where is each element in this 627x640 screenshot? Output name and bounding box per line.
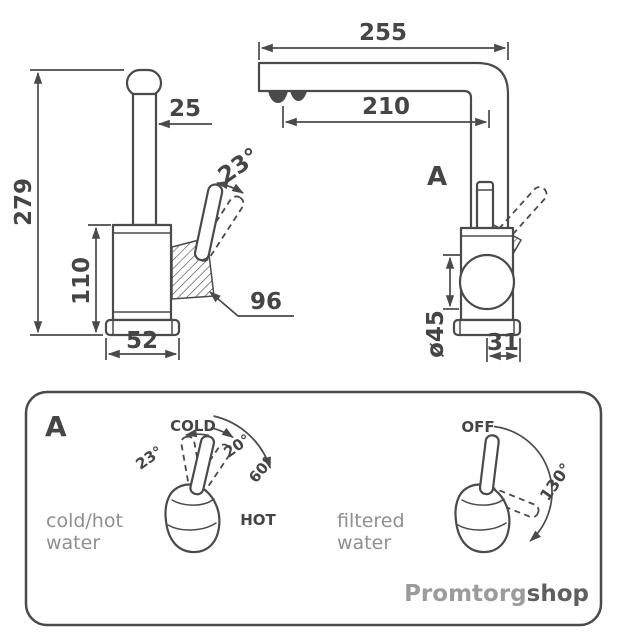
mixer-caption-line1: cold/hot [46, 510, 123, 532]
filter-handle [478, 434, 500, 496]
front-base [104, 318, 181, 337]
dim-body-height-label: 110 [69, 257, 95, 305]
mixer-handle [189, 435, 216, 496]
detail-panel: A COLD 20° 60° 23° HOT cold/hot water [24, 390, 603, 627]
side-base [452, 318, 522, 337]
side-spout-inner [257, 89, 473, 230]
brand-part1: Promtorg [404, 581, 527, 607]
dim-base-width-label: 52 [126, 328, 158, 354]
side-view: 255 210 A ø45 31 [257, 20, 548, 362]
dim-spout-reach-label: 210 [362, 94, 410, 120]
dim-spout-width-label: 25 [169, 96, 201, 122]
front-handle [193, 183, 224, 262]
front-spout-neck [131, 92, 158, 227]
section-a-label: A [427, 162, 447, 192]
brand-logo: Promtorgshop [404, 581, 589, 607]
filter-caption-line2: water [337, 532, 391, 554]
front-body [111, 223, 173, 322]
front-spout-cap [125, 68, 163, 98]
off-label: OFF [461, 418, 494, 436]
front-handle-alt-position [195, 195, 245, 262]
dim-handle-angle-label: 23° [214, 143, 265, 189]
front-handle-arc [215, 180, 245, 194]
side-body-circle [458, 253, 516, 311]
filter-caption-line1: filtered [337, 510, 405, 532]
detail-panel-border [24, 390, 603, 627]
dim-base-offset-label: 31 [487, 330, 519, 356]
side-spout-outer [257, 61, 510, 230]
dim-handle-length-label: 96 [250, 289, 282, 315]
mixer-caption-line2: water [46, 532, 100, 554]
side-aerator-icon [268, 91, 288, 103]
dim-total-depth-label: 255 [359, 20, 407, 46]
dim-body-diameter-label: ø45 [423, 310, 449, 358]
cold-label: COLD [170, 417, 216, 435]
hot-label: HOT [240, 511, 276, 529]
front-view: 279 110 25 96 52 23° [11, 68, 294, 360]
brand-part2: shop [527, 581, 589, 607]
dim-total-height-label: 279 [11, 178, 37, 226]
side-handle [475, 180, 495, 231]
filter-handle-diagram: OFF 130° filtered water [337, 418, 575, 554]
side-aerator-icon-2 [290, 91, 307, 101]
detail-panel-label: A [45, 410, 67, 443]
